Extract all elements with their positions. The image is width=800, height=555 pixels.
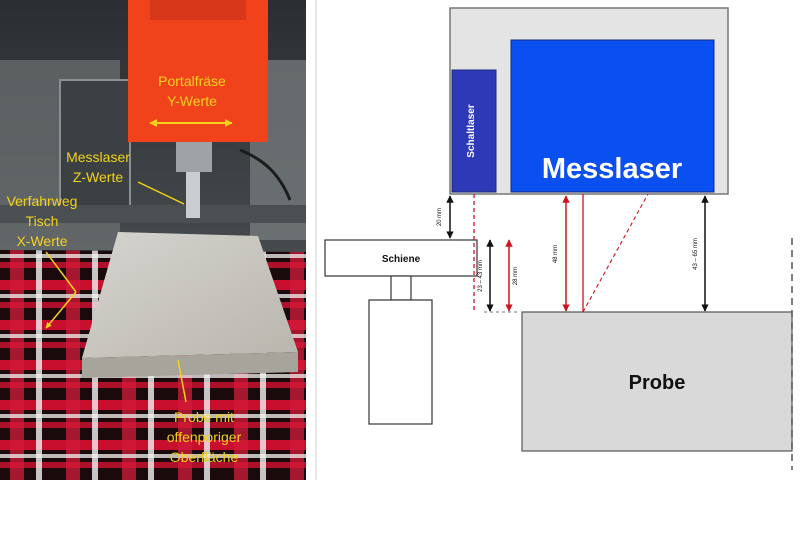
label-x-werte: X-Werte: [16, 233, 67, 249]
x-pointer-2: [45, 291, 77, 329]
probe-pointer: [177, 359, 187, 403]
machine-window: [59, 79, 131, 211]
messlaser-label: Messlaser: [542, 153, 682, 185]
label-verfahrweg: Verfahrweg: [7, 193, 78, 209]
rail-support: [368, 299, 433, 425]
machine-rail: [0, 205, 306, 223]
label-z-werte: Z-Werte: [73, 169, 124, 185]
measuring-laser-body: [186, 172, 200, 218]
portal-spindle-head: [128, 0, 268, 142]
schaltlaser-label: Schaltlaser: [466, 104, 477, 157]
label-probe-mit: Probe mit: [174, 409, 234, 425]
dimension-28mm-label: 28 mm: [513, 267, 519, 285]
label-tisch: Tisch: [26, 213, 59, 229]
label-oberflaeche: Oberfläche: [170, 449, 239, 465]
schiene-label: Schiene: [382, 254, 421, 265]
label-portalfraese: Portalfräse: [158, 73, 226, 89]
dimension-23-43mm-label: 23 – 43 mm: [478, 260, 484, 292]
x-pointer-1: [45, 251, 77, 293]
label-y-werte: Y-Werte: [167, 93, 217, 109]
measuring-beam-reflect: [582, 193, 649, 313]
messlaser-pointer: [137, 181, 185, 205]
cable: [239, 148, 292, 201]
rail-connector: [390, 275, 412, 301]
concrete-sample-side: [82, 352, 298, 378]
spindle-top-edge: [150, 0, 246, 20]
messlaser-box: [510, 39, 715, 193]
spindle-shaft: [176, 142, 212, 172]
label-offenporiger: offenporiger: [167, 429, 242, 445]
photo-panel: Portalfräse Y-Werte Messlaser Z-Werte Ve…: [0, 0, 306, 480]
schaltlaser-box: [451, 69, 497, 193]
dimension-20mm-label: 20 mm: [437, 208, 443, 226]
dimension-43-65mm-label: 43 – 65 mm: [693, 238, 699, 270]
label-messlaser: Messlaser: [66, 149, 130, 165]
schiene-rail: [324, 239, 478, 277]
dimension-48mm-label: 48 mm: [553, 245, 559, 263]
probe-label: Probe: [629, 372, 686, 394]
schematic-panel: Messlaser Schaltlaser Schiene Probe 20 m…: [324, 7, 793, 470]
probe-block: [521, 311, 793, 452]
concrete-sample-top: [82, 232, 298, 358]
